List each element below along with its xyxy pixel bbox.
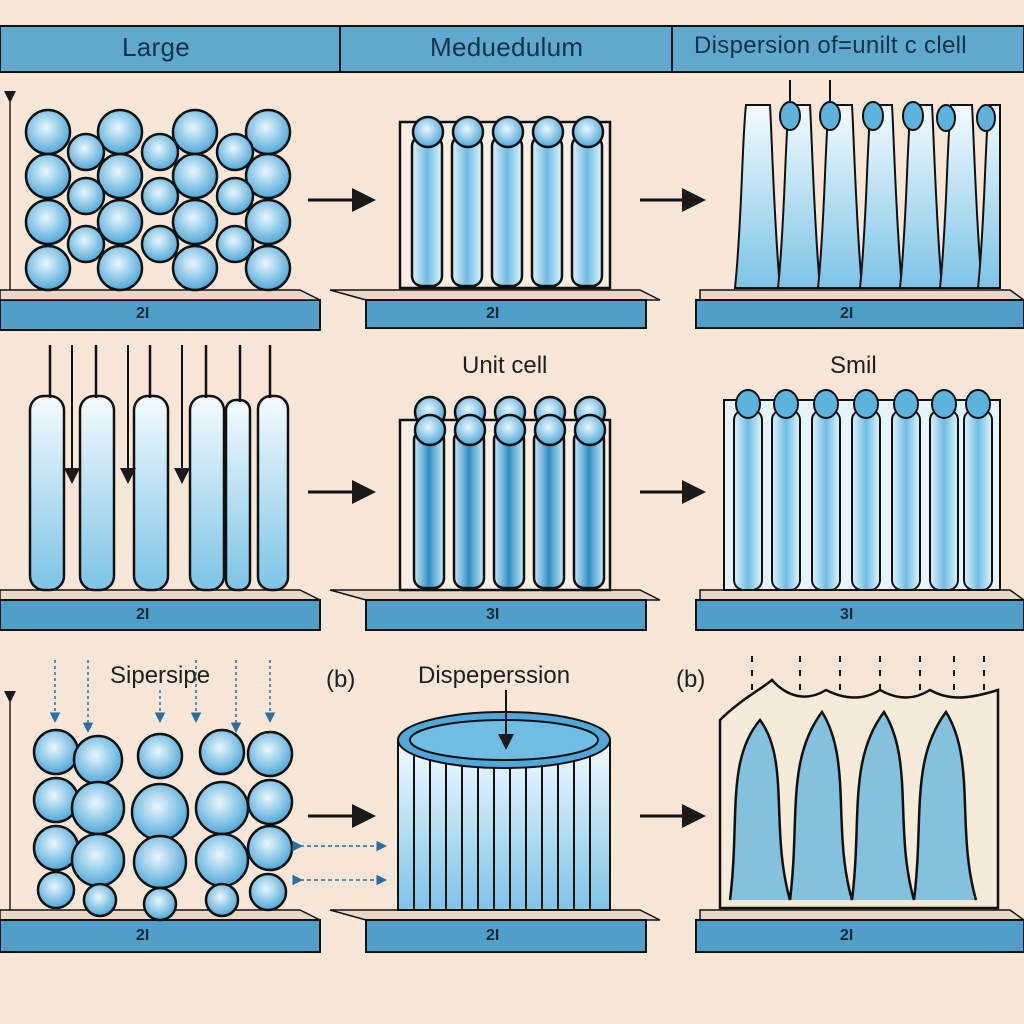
dispersed-pillars: [733, 104, 1001, 289]
header-medium: Meduedulum: [430, 32, 584, 62]
base-label-r3c3: 2Ɩ: [840, 927, 854, 944]
wavy-dispersion: [718, 656, 1000, 910]
down-arrow-icon: [64, 345, 190, 484]
label-small: Smil: [830, 352, 877, 379]
header-band-2: [339, 25, 673, 73]
unit-cell-columns: [398, 395, 612, 592]
tall-tubes: [28, 345, 290, 592]
platform-r1c2: [329, 289, 661, 329]
small-pillar-array: [723, 389, 1001, 591]
header-band-3: [671, 25, 1024, 73]
base-label-r1c3: 2Ɩ: [840, 305, 854, 322]
label-b-left: (b): [326, 666, 356, 693]
platform-r2c3: [695, 589, 1024, 631]
base-label-r1c1: 2Ɩ: [136, 305, 150, 322]
label-sipersipe: Sipersipe: [110, 662, 211, 689]
platform-r3c2: [329, 909, 661, 953]
platform-r1c3: [695, 289, 1024, 329]
sphere-lattice-large: [24, 108, 292, 292]
platform-r2c1: [0, 589, 321, 631]
column-array-medium: [398, 115, 612, 290]
label-b-right: (b): [676, 666, 706, 693]
packed-spheres: [32, 728, 294, 922]
base-label-r1c2: 2Ɩ: [486, 305, 500, 322]
label-unit-cell: Unit cell: [462, 352, 548, 379]
double-arrow-icon: [292, 840, 387, 886]
base-label-r2c3: 3Ɩ: [840, 606, 854, 623]
base-label-r3c2: 2Ɩ: [486, 927, 500, 944]
base-label-r2c1: 2Ɩ: [136, 606, 150, 623]
platform-r1c1: [0, 289, 321, 331]
down-arrow-icon: [49, 660, 276, 733]
label-dispersion: Dispeperssion: [418, 662, 571, 689]
base-label-r3c1: 2Ɩ: [136, 927, 150, 944]
pillar-drops: [779, 80, 996, 132]
header-dispersion: Dispersion of=unilt c clell: [694, 32, 967, 59]
base-label-r2c2: 3Ɩ: [486, 606, 500, 623]
dispersion-cylinder: [397, 690, 611, 911]
header-large: Large: [122, 32, 190, 62]
platform-r3c3: [695, 909, 1024, 953]
